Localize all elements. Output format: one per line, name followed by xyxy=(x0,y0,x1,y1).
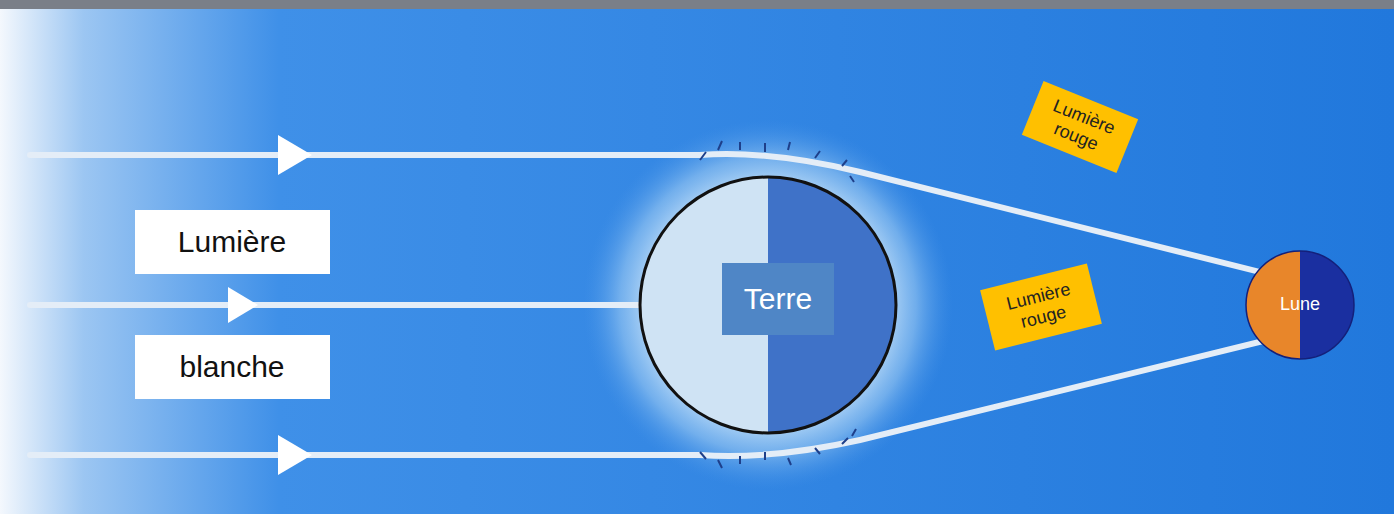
earth xyxy=(640,177,896,433)
scatter-bottom xyxy=(700,429,856,468)
earth-outline xyxy=(640,177,896,433)
scattering-marks xyxy=(700,141,856,468)
red-light-box: Lumière rouge xyxy=(980,264,1102,351)
node-label: Lune xyxy=(1280,294,1320,316)
arrowhead xyxy=(278,135,312,175)
ray-middle xyxy=(30,302,638,308)
node-label: Lumière xyxy=(178,224,286,260)
moon-circle: Lune xyxy=(1244,249,1356,361)
white-label-box: Lumière xyxy=(135,210,330,274)
arrowhead xyxy=(278,435,312,475)
scatter-top xyxy=(700,141,854,182)
arrowhead xyxy=(228,287,258,323)
ray-arrowheads xyxy=(228,135,312,475)
node-label: Lumière rouge xyxy=(1035,93,1125,161)
earth-label-box: Terre xyxy=(722,263,834,335)
node-label: Terre xyxy=(744,281,812,317)
node-label: blanche xyxy=(179,349,284,385)
node-label: Lumière rouge xyxy=(993,276,1088,337)
atmosphere-glow xyxy=(583,120,953,490)
top-strip xyxy=(0,0,1394,9)
moon-outline xyxy=(1246,251,1354,359)
red-light-box: Lumière rouge xyxy=(1022,81,1138,173)
light-rays xyxy=(30,154,1292,456)
white-label-box: blanche xyxy=(135,335,330,399)
